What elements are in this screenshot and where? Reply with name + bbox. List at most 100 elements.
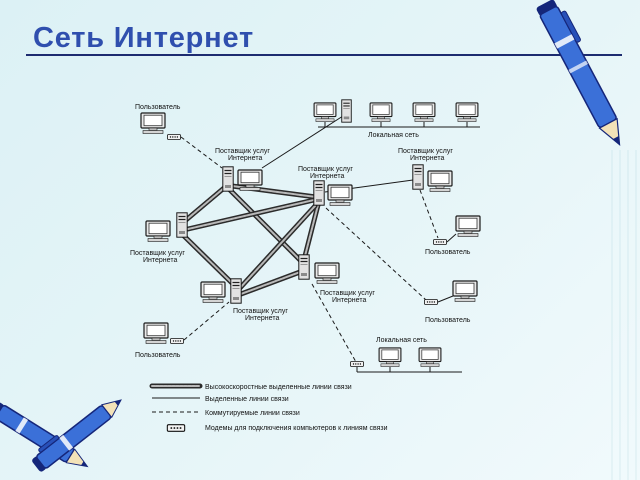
- legend-item-dedicated: Выделенные линии связи: [152, 396, 289, 403]
- computer-icon: [313, 102, 337, 122]
- legend-text: Высокоскоростные выделенные линии связи: [205, 384, 352, 391]
- node-label: Пользователь: [135, 104, 181, 111]
- pen-tip: [598, 117, 621, 147]
- node-label: Поставщик услуг: [215, 148, 270, 155]
- pen-band: [15, 417, 29, 434]
- node-label: Поставщик услуг: [320, 290, 375, 297]
- computer-icon: [314, 262, 340, 284]
- computer-icon: [378, 347, 402, 367]
- legend: Высокоскоростные выделенные линии связи …: [149, 383, 388, 432]
- server-tower-icon: [176, 212, 188, 238]
- pen-band: [59, 434, 74, 451]
- dedicated-link: [446, 233, 457, 243]
- node-user-top-left: Пользователь: [135, 104, 181, 140]
- modem-icon: [433, 239, 447, 245]
- computer-icon: [140, 112, 166, 134]
- computer-icon: [237, 169, 263, 191]
- dedicated-link: [261, 115, 344, 169]
- dial-up-link: [183, 301, 230, 341]
- node-user-right-1: Пользователь: [425, 215, 481, 256]
- node-lan-bottom: Локальная сеть: [350, 337, 462, 373]
- pen-top-right-icon: [536, 0, 621, 147]
- pen-nib: [114, 399, 121, 406]
- high-speed-link: [238, 269, 303, 297]
- modem-icon: [170, 338, 184, 344]
- computer-icon: [412, 102, 436, 122]
- dial-up-link: [325, 207, 427, 301]
- high-speed-link: [237, 203, 318, 291]
- server-tower-icon: [412, 164, 424, 190]
- modem-icon: [350, 361, 364, 367]
- title-underline: [26, 54, 622, 56]
- computer-icon: [452, 280, 478, 302]
- node-label: Локальная сеть: [376, 337, 427, 344]
- computer-icon: [145, 220, 171, 242]
- dial-up-links: [180, 136, 439, 363]
- computer-icon: [143, 322, 169, 344]
- computer-icon: [200, 281, 226, 303]
- decorative-stripes: [611, 150, 637, 480]
- node-label: Поставщик услуг: [398, 148, 453, 155]
- node-isp-4: Поставщик услуг Интернета: [130, 212, 188, 264]
- node-label: Пользователь: [135, 352, 181, 359]
- link-core: [304, 204, 319, 257]
- modem-icon: [166, 424, 186, 432]
- pen-band: [554, 33, 575, 49]
- dial-up-link: [180, 136, 223, 169]
- high-speed-links: [181, 183, 321, 297]
- server-tower-icon: [222, 166, 234, 192]
- node-label: Пользователь: [425, 249, 471, 256]
- pen-tip: [100, 399, 122, 419]
- computer-icon: [427, 170, 453, 192]
- node-label: Локальная сеть: [368, 132, 419, 139]
- legend-text: Коммутируемые линии связи: [205, 410, 300, 417]
- node-label: Поставщик услуг: [298, 166, 353, 173]
- node-label: Интернета: [310, 173, 344, 180]
- pen-tip: [65, 448, 89, 468]
- node-isp-6: Поставщик услуг Интернета: [200, 278, 288, 322]
- modem-icon: [167, 134, 181, 140]
- computer-icon: [455, 215, 481, 237]
- server-tower-icon: [298, 254, 310, 280]
- modem-icon: [424, 299, 438, 305]
- slide-title: Сеть Интернет: [33, 22, 255, 54]
- legend-text: Выделенные линии связи: [205, 396, 289, 403]
- pen-nib: [612, 136, 620, 145]
- pen-cap: [0, 402, 5, 419]
- link-core: [239, 205, 316, 289]
- pen-band: [568, 60, 589, 74]
- node-isp-2: Поставщик услуг Интернета: [298, 166, 353, 206]
- node-label: Поставщик услуг: [233, 308, 288, 315]
- link-core: [229, 189, 303, 263]
- node-label: Пользователь: [425, 317, 471, 324]
- server-tower-icon: [341, 99, 352, 123]
- node-user-right-2: Пользователь: [424, 280, 478, 324]
- node-label: Интернета: [245, 315, 279, 322]
- pen-cap: [32, 456, 46, 472]
- computer-icon: [455, 102, 479, 122]
- high-speed-link: [227, 187, 305, 265]
- legend-text: Модемы для подключения компьютеров к лин…: [205, 425, 388, 432]
- server-tower-icon: [230, 278, 242, 304]
- legend-item-high-speed: Высокоскоростные выделенные линии связи: [149, 383, 352, 391]
- link-core: [187, 199, 315, 230]
- pen-bottom-left-b-icon: [32, 399, 122, 472]
- pen-cap: [536, 0, 557, 16]
- computer-icon: [369, 102, 393, 122]
- node-lan-top: Локальная сеть: [313, 99, 480, 139]
- pen-nib: [81, 461, 88, 467]
- pen-clip: [38, 435, 60, 453]
- high-speed-link: [185, 197, 317, 232]
- dedicated-link: [437, 295, 454, 303]
- node-label: Интернета: [410, 155, 444, 162]
- dial-up-link: [311, 283, 357, 363]
- server-tower-icon: [313, 180, 325, 206]
- high-speed-link: [302, 202, 321, 259]
- node-label: Интернета: [143, 257, 177, 264]
- node-user-bottom-left: Пользователь: [135, 322, 184, 359]
- link-core: [185, 187, 225, 221]
- node-isp-3: Поставщик услуг Интернета: [398, 148, 453, 192]
- legend-item-modem: Модемы для подключения компьютеров к лин…: [166, 424, 388, 432]
